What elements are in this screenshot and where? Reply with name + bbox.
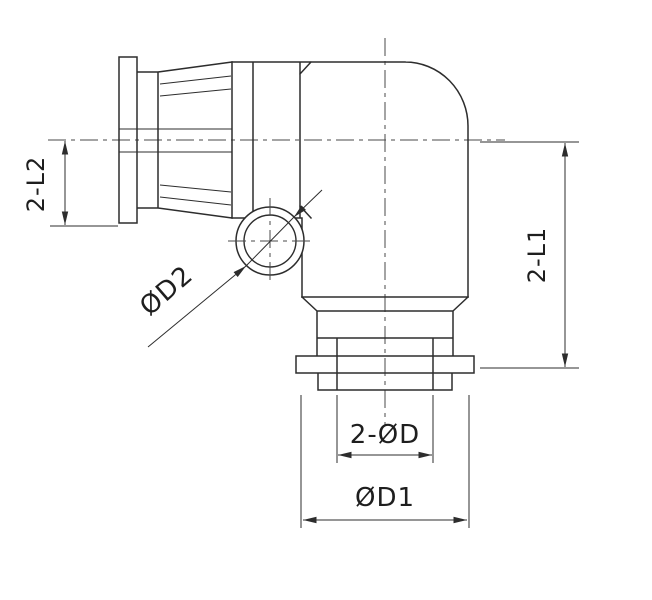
- leader-line-across: [245, 216, 295, 267]
- leader-line-lower: [147, 265, 247, 348]
- extension-lines: [480, 141, 579, 369]
- leader-line-upper: [293, 189, 323, 218]
- bottom-port-outline: [295, 295, 475, 391]
- dimension-circle-diameter: ØD2: [134, 189, 323, 348]
- dim-label-outer-width: ØD1: [355, 483, 415, 513]
- extension-lines: [300, 395, 470, 528]
- dimension-outer-width: ØD1: [300, 395, 470, 528]
- dimension-right-height: 2-L1: [480, 141, 579, 369]
- left-collet-ridges: [119, 75, 232, 206]
- extension-lines: [336, 395, 434, 463]
- centerlines: [48, 38, 505, 425]
- dimension-bore-width: 2-ØD: [336, 395, 434, 463]
- left-collet-outline: [118, 56, 233, 224]
- dimension-left-height: 2-L2: [22, 141, 118, 227]
- dim-label-bore-width: 2-ØD: [350, 420, 420, 450]
- fitting-body: [118, 56, 475, 391]
- dim-label-left-height: 2-L2: [22, 156, 50, 213]
- dim-label-right-height: 2-L1: [523, 227, 551, 284]
